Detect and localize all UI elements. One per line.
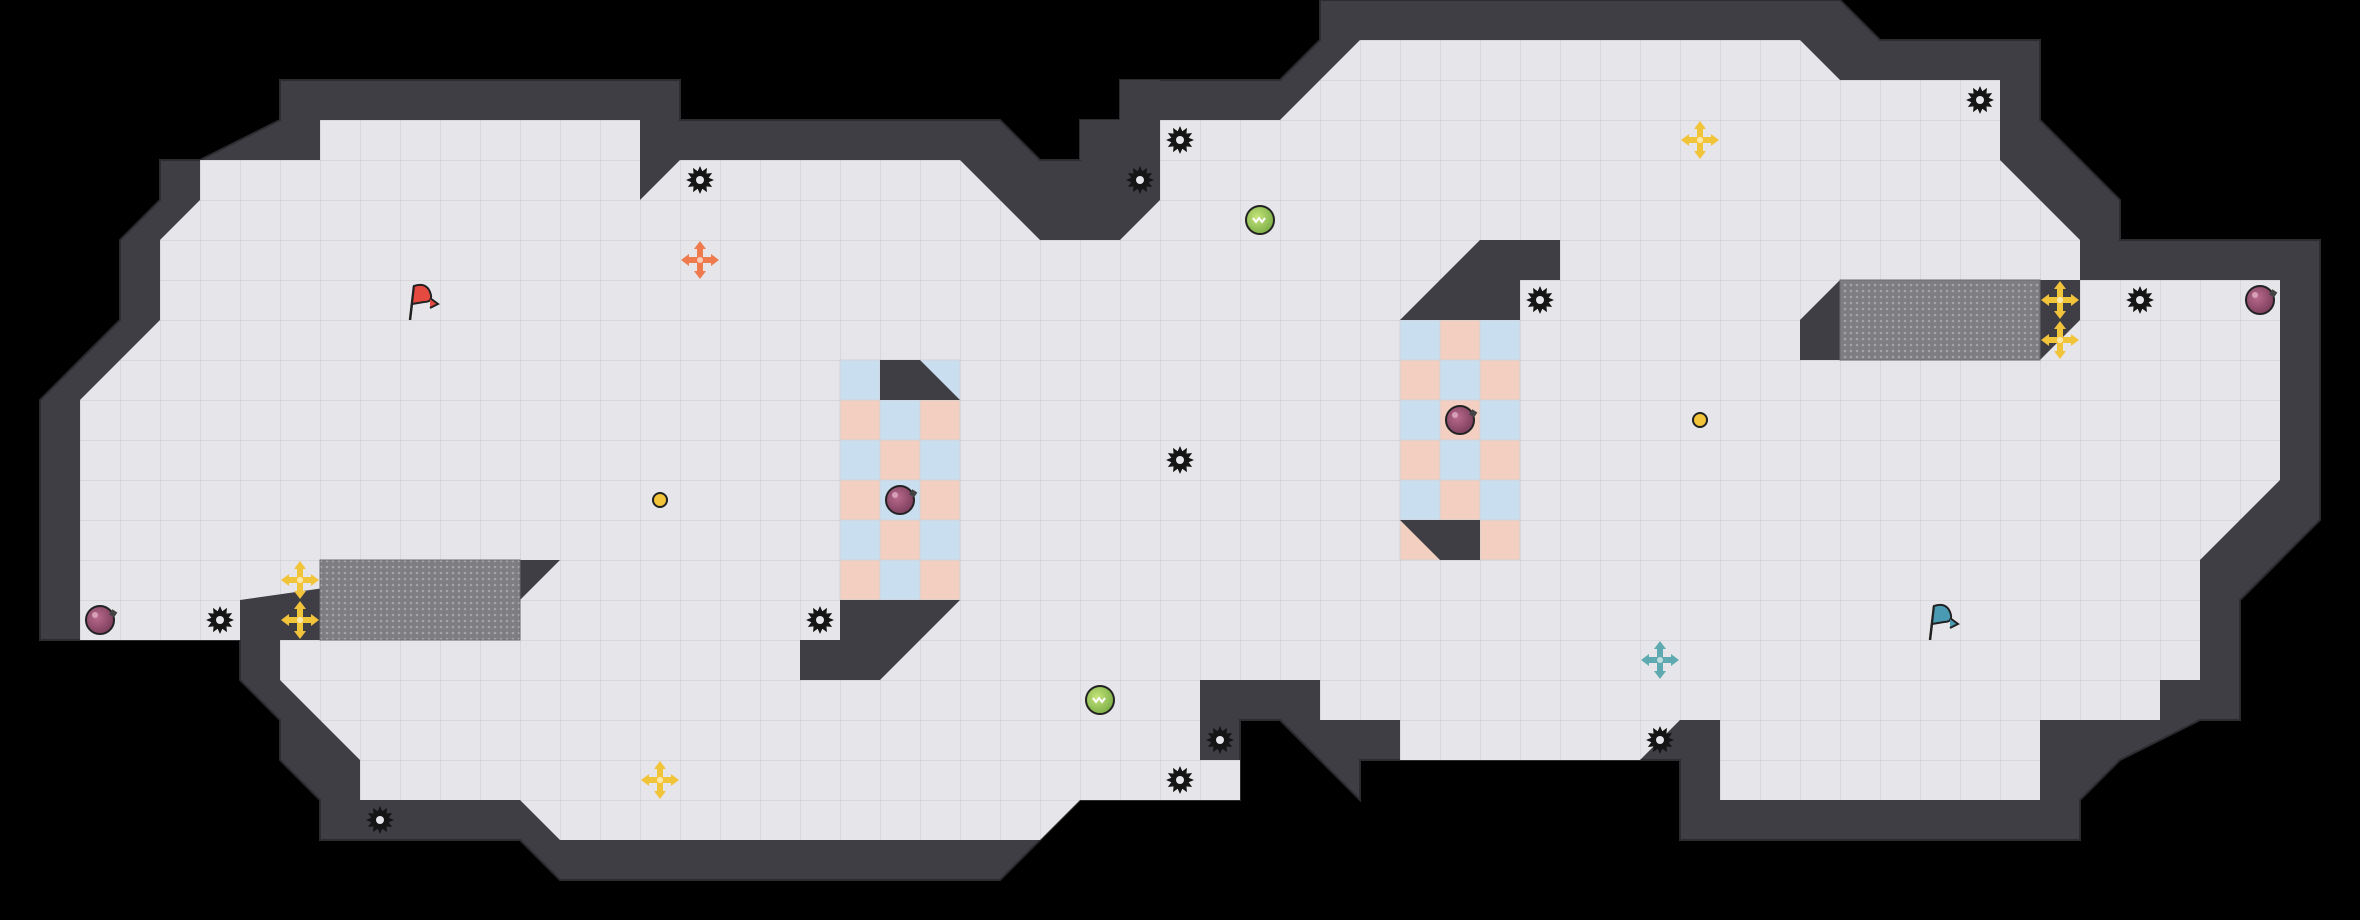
left-tile-block — [839, 359, 961, 601]
interior-wall — [880, 360, 960, 400]
bomb-icon — [885, 485, 918, 515]
interior-wall — [1400, 240, 1560, 320]
spike-icon — [206, 606, 234, 634]
blue-team-tile — [919, 439, 961, 481]
interior-wall — [1800, 280, 1840, 360]
spike-icon — [1206, 726, 1234, 754]
blue-team-tile — [1479, 319, 1521, 361]
bomb-icon — [85, 605, 118, 635]
red-team-tile — [1479, 519, 1521, 561]
red-team-tile — [879, 519, 921, 561]
red-team-tile — [1479, 439, 1521, 481]
spike-icon — [686, 166, 714, 194]
red-team-tile — [919, 479, 961, 521]
blue-team-tile — [839, 519, 881, 561]
blue-team-tile — [1479, 399, 1521, 441]
spike-icon — [1526, 286, 1554, 314]
spike-icon — [1166, 766, 1194, 794]
spike-icon — [1646, 726, 1674, 754]
blue-team-tile — [839, 439, 881, 481]
blue-team-tile — [1399, 399, 1441, 441]
red-team-tile — [1479, 359, 1521, 401]
neutral-boost-icon — [641, 761, 679, 799]
red-team-tile — [839, 399, 881, 441]
blue-team-tile — [879, 399, 921, 441]
blue-team-tile — [919, 519, 961, 561]
neutral-boost-icon — [1681, 121, 1719, 159]
blue-team-tile — [839, 359, 881, 401]
button-icon — [652, 492, 668, 508]
red-team-tile — [1439, 319, 1481, 361]
spike-icon — [2126, 286, 2154, 314]
neutral-boost-icon — [2041, 281, 2079, 319]
neutral-boost-icon — [2041, 321, 2079, 359]
blue-team-tile — [1399, 319, 1441, 361]
interior-wall — [1400, 520, 1480, 560]
powerup-icon — [1245, 205, 1275, 235]
red-team-tile — [919, 559, 961, 601]
blue-boost-icon — [1641, 641, 1679, 679]
blue-team-tile — [879, 559, 921, 601]
arena-floor — [80, 40, 2280, 840]
blue-team-tile — [1479, 479, 1521, 521]
spike-icon — [1166, 446, 1194, 474]
neutral-boost-icon — [281, 601, 319, 639]
red-flag-icon — [408, 283, 440, 321]
red-team-tile — [879, 439, 921, 481]
red-team-tile — [839, 479, 881, 521]
mesh-grate — [319, 559, 521, 641]
red-team-tile — [919, 399, 961, 441]
blue-team-tile — [1439, 439, 1481, 481]
red-team-tile — [1439, 479, 1481, 521]
spike-icon — [1126, 166, 1154, 194]
red-team-tile — [839, 559, 881, 601]
red-team-tile — [1399, 359, 1441, 401]
blue-team-tile — [1439, 359, 1481, 401]
spike-icon — [806, 606, 834, 634]
red-team-tile — [1399, 439, 1441, 481]
powerup-icon — [1085, 685, 1115, 715]
items-layer — [85, 86, 2278, 834]
bomb-icon — [1445, 405, 1478, 435]
blue-flag-icon — [1928, 603, 1960, 641]
bomb-icon — [2245, 285, 2278, 315]
mesh-grate — [1839, 279, 2041, 361]
spike-icon — [1966, 86, 1994, 114]
interior-wall — [800, 600, 960, 680]
red-boost-icon — [681, 241, 719, 279]
neutral-boost-icon — [281, 561, 319, 599]
spike-icon — [366, 806, 394, 834]
spike-icon — [1166, 126, 1194, 154]
blue-team-tile — [1399, 479, 1441, 521]
button-icon — [1692, 412, 1708, 428]
